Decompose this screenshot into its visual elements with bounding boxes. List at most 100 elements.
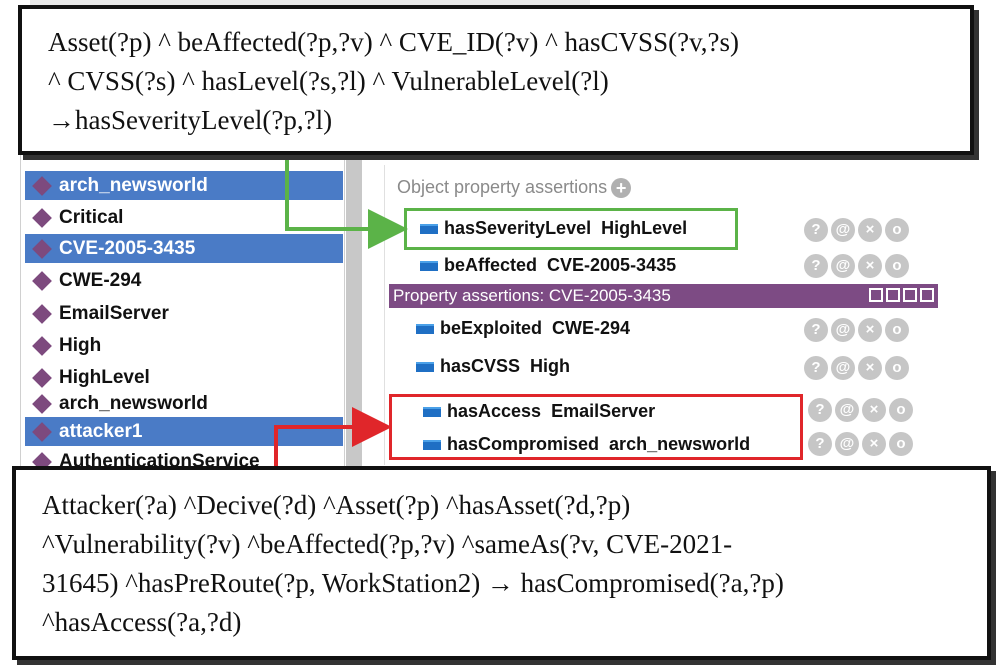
minimize-icon[interactable] (886, 288, 900, 302)
individual-item[interactable]: CVE-2005-3435 (25, 234, 343, 263)
row-buttons: ? @ × o (804, 254, 909, 278)
rule-line: Attacker(?a) ^Decive(?d) ^Asset(?p) ^has… (42, 490, 631, 520)
help-icon[interactable]: ? (808, 432, 832, 456)
individual-item[interactable]: CWE-294 (25, 266, 343, 295)
individual-item[interactable]: arch_newsworld (25, 171, 343, 200)
individual-label: HighLevel (59, 366, 150, 388)
help-icon[interactable]: ? (804, 218, 828, 242)
green-highlight-box (404, 208, 738, 250)
help-icon[interactable]: ? (804, 356, 828, 380)
rule-line: ^ CVSS(?s) ^ hasLevel(?s,?l) ^ Vulnerabl… (48, 66, 609, 96)
individual-diamond-icon (32, 393, 52, 414)
add-assertion-icon[interactable]: + (611, 177, 632, 198)
help-icon[interactable]: ? (808, 398, 832, 422)
individual-diamond-icon (32, 207, 52, 228)
split-view-icon[interactable] (869, 288, 883, 302)
row-buttons: ? @ × o (804, 356, 909, 380)
sub-panel-title: Property assertions: CVE-2005-3435 (393, 286, 671, 305)
row-buttons: ? @ × o (804, 318, 909, 342)
individual-diamond-icon (32, 175, 52, 196)
assertion-value: CVE-2005-3435 (547, 255, 677, 275)
individual-item[interactable]: Critical (25, 203, 343, 232)
assertion-row[interactable]: hasAccess EmailServer (423, 401, 655, 422)
individual-diamond-icon (32, 367, 52, 388)
annotate-icon[interactable]: @ (835, 432, 859, 456)
individual-label: CVE-2005-3435 (59, 237, 196, 259)
individual-item[interactable]: attacker1 (25, 417, 343, 446)
individual-item[interactable]: EmailServer (25, 299, 343, 328)
delete-icon[interactable]: × (858, 318, 882, 342)
individual-label: EmailServer (59, 302, 169, 324)
object-property-header-label: Object property assertions (397, 177, 608, 197)
assertion-property: hasCVSS (440, 356, 521, 376)
window-controls (869, 288, 934, 302)
edit-icon[interactable]: o (885, 318, 909, 342)
edit-icon[interactable]: o (885, 254, 909, 278)
delete-icon[interactable]: × (862, 398, 886, 422)
object-property-icon (423, 439, 441, 450)
individual-label: CWE-294 (59, 269, 142, 291)
assertion-property: hasAccess (447, 401, 542, 421)
individual-item[interactable]: HighLevel (25, 363, 343, 392)
annotate-icon[interactable]: @ (831, 218, 855, 242)
row-buttons: ? @ × o (804, 218, 909, 242)
individual-label: attacker1 (59, 420, 143, 442)
individual-item[interactable]: arch_newsworld (25, 389, 343, 418)
individual-diamond-icon (32, 303, 52, 324)
annotate-icon[interactable]: @ (831, 318, 855, 342)
assertion-row[interactable]: hasCVSS High (416, 356, 570, 377)
assertion-row[interactable]: beExploited CWE-294 (416, 318, 630, 339)
individuals-scrollbar[interactable] (346, 151, 362, 471)
assertion-row[interactable]: hasSeverityLevel HighLevel (420, 218, 687, 239)
compromise-rule-box: Attacker(?a) ^Decive(?d) ^Asset(?p) ^has… (12, 466, 991, 660)
row-buttons: ? @ × o (808, 432, 913, 456)
assertion-row[interactable]: beAffected CVE-2005-3435 (420, 255, 676, 276)
severity-rule-box: Asset(?p) ^ beAffected(?p,?v) ^ CVE_ID(?… (18, 5, 974, 155)
annotate-icon[interactable]: @ (835, 398, 859, 422)
individual-label: arch_newsworld (59, 392, 208, 414)
object-property-icon (420, 223, 438, 234)
assertion-property: beAffected (444, 255, 538, 275)
individuals-list: arch_newsworld Critical CVE-2005-3435 CW… (20, 150, 362, 472)
object-property-icon (423, 406, 441, 417)
red-highlight-box (389, 394, 803, 460)
delete-icon[interactable]: × (858, 254, 882, 278)
individual-label: arch_newsworld (59, 174, 208, 196)
object-property-icon (420, 260, 438, 271)
assertion-value: EmailServer (551, 401, 656, 421)
assertion-property: hasSeverityLevel (444, 218, 592, 238)
edit-icon[interactable]: o (885, 356, 909, 380)
individual-diamond-icon (32, 335, 52, 356)
assertion-value: CWE-294 (552, 318, 631, 338)
close-icon[interactable] (920, 288, 934, 302)
individual-diamond-icon (32, 238, 52, 259)
help-icon[interactable]: ? (804, 254, 828, 278)
individual-item[interactable]: High (25, 331, 343, 360)
assertion-value: High (530, 356, 571, 376)
annotate-icon[interactable]: @ (831, 254, 855, 278)
assertion-value: HighLevel (601, 218, 688, 238)
edit-icon[interactable]: o (889, 398, 913, 422)
individual-label: Critical (59, 206, 124, 228)
assertion-property: hasCompromised (447, 434, 600, 454)
assertion-row[interactable]: hasCompromised arch_newsworld (423, 434, 750, 455)
rule-line: ^Vulnerability(?v) ^beAffected(?p,?v) ^s… (42, 529, 733, 559)
edit-icon[interactable]: o (889, 432, 913, 456)
help-icon[interactable]: ? (804, 318, 828, 342)
delete-icon[interactable]: × (858, 356, 882, 380)
individual-diamond-icon (32, 421, 52, 442)
maximize-icon[interactable] (903, 288, 917, 302)
object-property-header: Object property assertions + (397, 177, 632, 198)
sub-panel-header: Property assertions: CVE-2005-3435 (389, 284, 938, 308)
assertion-property: beExploited (440, 318, 543, 338)
object-property-icon (416, 323, 434, 334)
individual-diamond-icon (32, 270, 52, 291)
annotate-icon[interactable]: @ (831, 356, 855, 380)
delete-icon[interactable]: × (862, 432, 886, 456)
individual-label: High (59, 334, 102, 356)
assertion-value: arch_newsworld (609, 434, 751, 454)
edit-icon[interactable]: o (885, 218, 909, 242)
delete-icon[interactable]: × (858, 218, 882, 242)
rule-line: 31645) ^hasPreRoute(?p, WorkStation2) → … (42, 568, 784, 598)
rule-line: Asset(?p) ^ beAffected(?p,?v) ^ CVE_ID(?… (48, 27, 740, 57)
